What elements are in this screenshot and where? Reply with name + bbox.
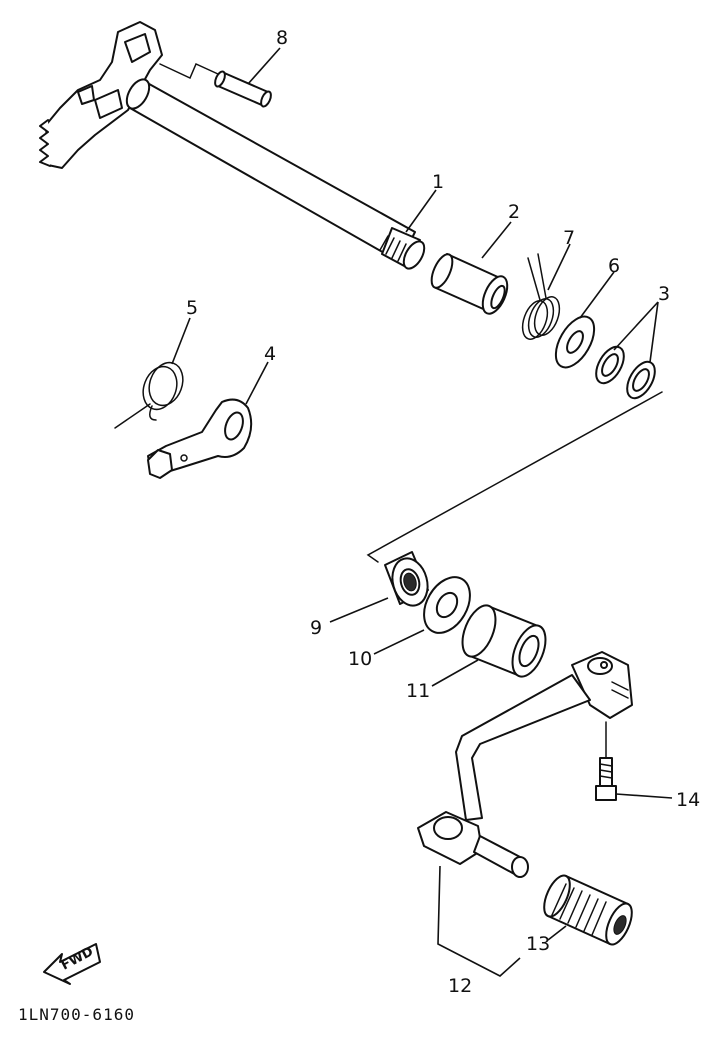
pinch-bolt-part (595, 721, 617, 801)
spacer-sleeve-part (461, 604, 547, 678)
callout-8: 8 (276, 27, 288, 49)
shift-lever-arm-part (147, 398, 253, 479)
collar-part (430, 253, 509, 315)
callout-12: 12 (448, 975, 472, 997)
foot-peg-rubber-part (543, 874, 633, 946)
return-spring-part (114, 361, 184, 429)
callout-6: 6 (608, 255, 620, 277)
leader-lines (171, 47, 673, 977)
callout-1: 1 (432, 171, 444, 193)
callout-5: 5 (186, 297, 198, 319)
callout-10: 10 (348, 648, 372, 670)
callout-14: 14 (676, 789, 700, 811)
torsion-spring-part (521, 253, 561, 340)
washer-part (554, 315, 596, 369)
shift-pedal-part (417, 651, 633, 878)
oil-seal-part (384, 551, 429, 607)
drawing-code: 1LN700-6160 (18, 1005, 135, 1024)
callout-7: 7 (563, 227, 575, 249)
circlip-parts (595, 345, 656, 400)
forward-direction-arrow: FWD (43, 943, 101, 985)
callout-2: 2 (508, 201, 520, 223)
dowel-pin-part (214, 70, 272, 108)
shift-shaft-part (39, 21, 426, 270)
callout-4: 4 (264, 343, 276, 365)
callout-3: 3 (658, 283, 670, 305)
callout-9: 9 (310, 617, 322, 639)
callout-labels: 8 1 2 7 6 3 5 4 9 10 11 12 13 14 (186, 27, 700, 997)
thrust-washer-part (423, 576, 471, 634)
callout-11: 11 (406, 680, 430, 702)
callout-13: 13 (526, 933, 550, 955)
